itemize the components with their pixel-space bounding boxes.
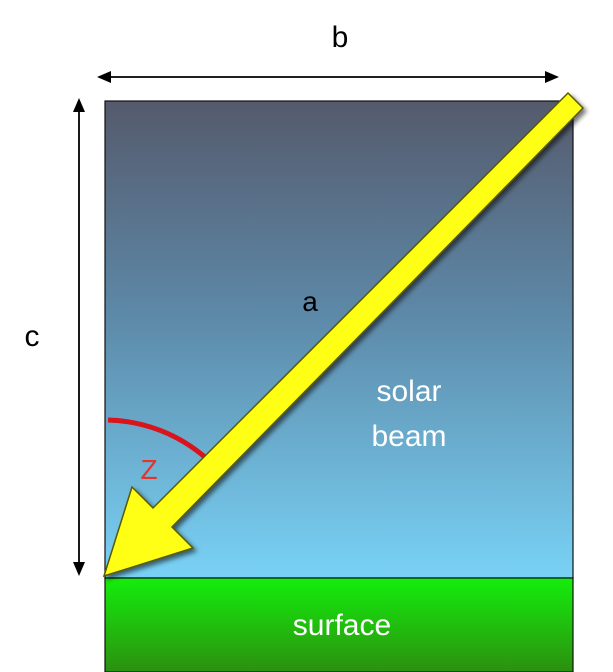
label-z: Z <box>140 454 157 485</box>
zenith-angle-arc <box>107 417 208 460</box>
label-surface: surface <box>293 609 391 642</box>
label-c: c <box>25 320 40 353</box>
solar-beam-arrow <box>102 91 585 578</box>
label-solar: solar <box>376 375 441 408</box>
dimension-arrow-c <box>73 98 85 576</box>
label-a: a <box>302 286 318 317</box>
label-beam: beam <box>371 420 446 453</box>
surface-strip <box>104 577 574 672</box>
dimension-arrow-b <box>97 71 559 83</box>
label-b: b <box>332 21 349 54</box>
